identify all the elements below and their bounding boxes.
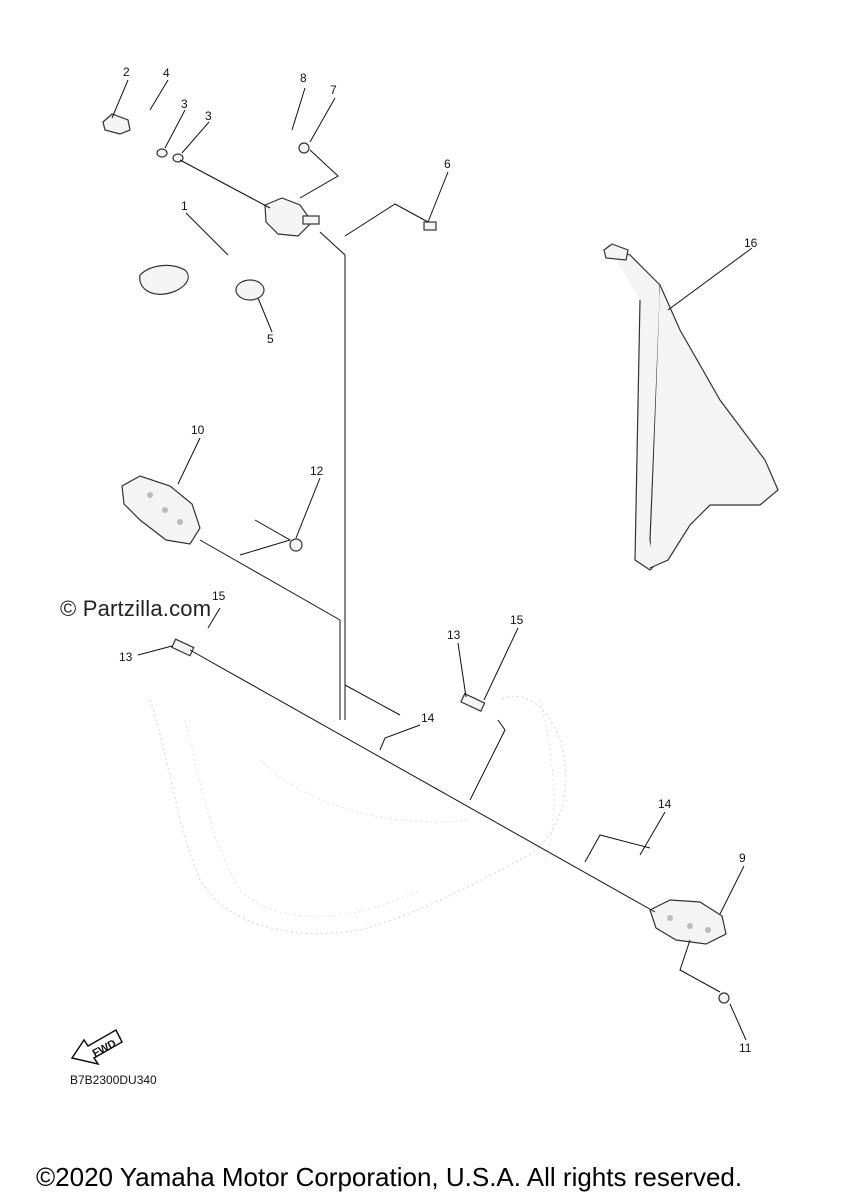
- callout-14b: 14: [658, 797, 672, 811]
- callout-2: 2: [123, 65, 130, 79]
- callout-7: 7: [330, 83, 337, 97]
- watermark: © Partzilla.com: [60, 596, 212, 621]
- pivot-bracket: [264, 197, 313, 237]
- callouts: 2 4 3 3 8 7 6 1 5 16 10 12 15 13 13 15 1…: [119, 65, 758, 1055]
- frame-silhouette: [149, 695, 567, 935]
- footrest-right: [649, 899, 730, 1004]
- spring-13b: [460, 692, 486, 712]
- callout-3a: 3: [181, 97, 188, 111]
- callout-8: 8: [300, 71, 307, 85]
- bolt-6: [423, 221, 437, 231]
- bushing-5: [235, 279, 265, 301]
- copyright-notice: ©2020 Yamaha Motor Corporation, U.S.A. A…: [36, 1162, 743, 1192]
- pedal-arm-1: [139, 264, 189, 295]
- callout-4: 4: [163, 66, 170, 80]
- pin-11: [718, 992, 730, 1004]
- callout-9: 9: [739, 851, 746, 865]
- callout-15a: 15: [212, 589, 226, 603]
- rear-stand: [603, 243, 779, 571]
- callout-5: 5: [267, 332, 274, 346]
- callout-13b: 13: [447, 628, 461, 642]
- callout-16: 16: [744, 236, 758, 250]
- callout-14a: 14: [421, 711, 435, 725]
- fwd-arrow-icon: FWD: [70, 1028, 123, 1066]
- fwd-label: FWD: [91, 1038, 119, 1060]
- pedal-tip: [102, 113, 131, 135]
- callout-13a: 13: [119, 650, 133, 664]
- callout-11: 11: [739, 1041, 752, 1055]
- callout-3b: 3: [205, 109, 212, 123]
- leader-lines: [111, 79, 753, 1041]
- spring-13a: [171, 638, 195, 657]
- callout-10: 10: [191, 423, 205, 437]
- footrest-left: [121, 475, 303, 552]
- callout-15b: 15: [510, 613, 524, 627]
- callout-1: 1: [181, 199, 188, 213]
- assembly-lines: [179, 159, 656, 913]
- brake-pedal-assembly: [102, 113, 437, 301]
- callout-6: 6: [444, 157, 451, 171]
- bolt-7: [298, 142, 310, 154]
- diagram-code: B7B2300DU340: [70, 1073, 157, 1087]
- pin-12: [289, 538, 303, 552]
- washer-3a: [156, 148, 168, 158]
- spring: [302, 215, 320, 225]
- callout-12: 12: [310, 464, 324, 478]
